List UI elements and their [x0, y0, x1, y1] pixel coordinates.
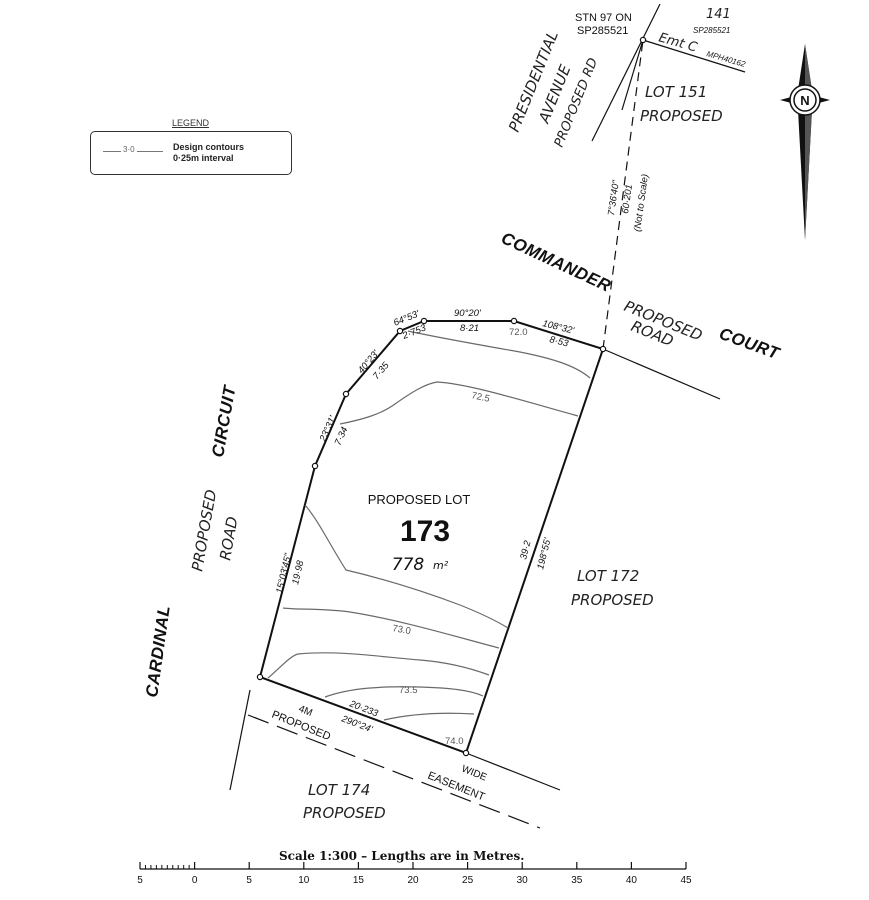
- legend-description: Design contours 0·25m interval: [173, 142, 244, 164]
- lot-172-proposed: PROPOSED: [571, 591, 654, 609]
- legend-line-1: Design contours: [173, 142, 245, 152]
- contour-74-0-lower: [383, 712, 475, 721]
- dim-distance-6: 19·98: [290, 559, 306, 586]
- dim-not-to-scale: (Not to Scale): [632, 173, 651, 232]
- scale-bar: 5 0 5 10 15 20 25 30 35 40 45: [137, 862, 692, 886]
- main-lot-area: 778: [392, 555, 425, 575]
- contour-label: 72.0: [509, 327, 528, 338]
- scale-tick-label: 35: [571, 875, 583, 886]
- dim-distance-5: 7·34: [333, 425, 351, 447]
- station-label-2: SP285521: [577, 25, 628, 37]
- scale-tick-label: 40: [626, 875, 638, 886]
- legend-box: 3·0 Design contours 0·25m interval: [90, 131, 292, 175]
- lot-141-label: 141: [706, 7, 731, 22]
- road-line-commander-south: [602, 348, 721, 400]
- lot-174-proposed: PROPOSED: [303, 804, 386, 822]
- corner-mark: [599, 345, 607, 353]
- scale-tick-label: 20: [407, 875, 419, 886]
- road-name-court: COURT: [717, 324, 783, 364]
- corner-mark: [420, 317, 428, 325]
- main-lot-area-unit: m²: [433, 559, 449, 572]
- emt-line: [642, 39, 746, 73]
- corner-mark: [256, 673, 264, 681]
- scale-tick-label: 0: [192, 875, 198, 886]
- lot-151-proposed: PROPOSED: [640, 107, 723, 125]
- dim-distance-7: 39·2: [518, 539, 533, 561]
- lot-141-sp-label: SP285521: [693, 26, 730, 35]
- corner-mark: [462, 749, 470, 757]
- road-line-presidential-west: [591, 3, 661, 142]
- scale-tick-label: 5: [246, 875, 252, 886]
- main-lot-caption: PROPOSED LOT: [368, 492, 471, 507]
- lot-172-label: LOT 172: [577, 567, 639, 585]
- dim-bearing-long: 7°36'40": [606, 179, 622, 216]
- road-line-cardinal-west: [229, 689, 251, 791]
- road-name-commander: COMMANDER: [498, 228, 614, 296]
- dim-bearing-6: 15°03'45": [274, 552, 294, 595]
- contour-72-5: [339, 381, 579, 425]
- contour-label: 72.5: [470, 390, 490, 405]
- scale-tick-label: 25: [462, 875, 474, 886]
- easement-label-1: 4M: [297, 704, 314, 719]
- north-arrow-icon: N: [780, 44, 830, 240]
- dim-distance-2: 8·53: [548, 334, 570, 349]
- contour-73-0-lower: [282, 607, 500, 649]
- traverse-line-dashed: [602, 39, 644, 350]
- scale-tick-label: 45: [680, 875, 692, 886]
- proposed-road-label-3: PROPOSED: [188, 488, 220, 573]
- station-mark: [639, 36, 647, 44]
- scale-tick-label: 15: [353, 875, 365, 886]
- scale-title: Scale 1:300 – Lengths are in Metres.: [279, 849, 524, 863]
- scale-tick-label: 5: [137, 875, 143, 886]
- scale-tick-label: 10: [298, 875, 310, 886]
- corner-mark: [342, 390, 350, 398]
- lot-174-label: LOT 174: [308, 781, 370, 799]
- road-name-circuit: CIRCUIT: [208, 383, 239, 459]
- north-arrow-label: N: [800, 93, 809, 108]
- contour-74-0: [324, 686, 484, 698]
- contour-label: 73.5: [399, 685, 418, 696]
- proposed-road-label-4: ROAD: [216, 515, 241, 562]
- legend-line-2: 0·25m interval: [173, 153, 234, 163]
- dim-bearing-1: 90°20': [454, 308, 482, 319]
- legend-title: LEGEND: [172, 118, 210, 128]
- main-lot-number: 173: [400, 515, 450, 548]
- road-line-presidential-east: [621, 39, 644, 111]
- corner-mark: [311, 462, 319, 470]
- easement-line-dashed: [247, 714, 541, 829]
- dim-distance-1: 8·21: [460, 323, 479, 334]
- corner-marks: [256, 36, 647, 757]
- legend-contour-sample-label: 3·0: [121, 145, 137, 154]
- dim-distance-long: 60·201: [620, 184, 635, 215]
- contour-73-0-upper: [304, 504, 509, 629]
- contour-73-5: [267, 652, 490, 679]
- road-name-cardinal: CARDINAL: [142, 604, 174, 699]
- contour-72-0: [407, 330, 591, 379]
- lot-151-label: LOT 151: [645, 83, 707, 101]
- corner-mark: [396, 327, 404, 335]
- easement-line-south: [465, 752, 561, 791]
- contour-label: 73.0: [391, 623, 411, 637]
- contour-label: 74.0: [445, 736, 464, 747]
- corner-mark: [510, 317, 518, 325]
- station-label-1: STN 97 ON: [575, 12, 632, 24]
- easement-label-3: WIDE: [460, 764, 489, 784]
- scale-tick-label: 30: [517, 875, 529, 886]
